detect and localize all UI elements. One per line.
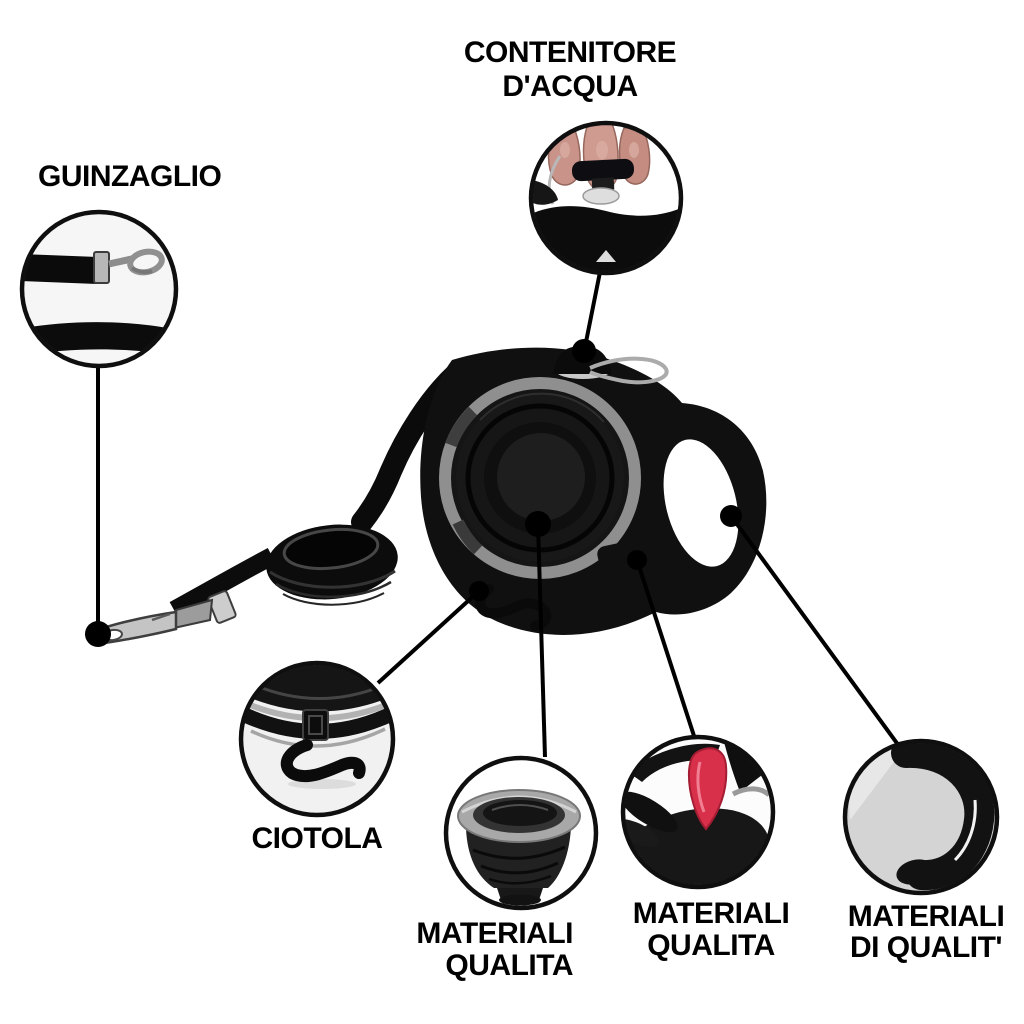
leader-line-red-detail: [635, 559, 697, 740]
handle-hole: [663, 439, 739, 567]
callout-ring: [443, 755, 599, 911]
label-materiali-qualita-bowl: MATERIALI QUALITA: [408, 918, 573, 982]
retractable-leash-product-illustration: [88, 346, 767, 646]
leader-line-bowl: [536, 523, 547, 758]
label-line: D'ACQUA: [502, 70, 638, 103]
leader-dot: [627, 550, 647, 570]
leader-dot: [572, 339, 596, 363]
callout-ring: [620, 734, 776, 890]
callout-ring: [528, 120, 684, 276]
leader-dot: [469, 581, 489, 601]
callout-materials-clip: [620, 734, 776, 890]
label-line: MATERIALI: [416, 917, 573, 950]
collapsible-bowl-face: [439, 377, 641, 579]
label-line: MATERIALI: [847, 900, 1005, 933]
lanyard-loop: [589, 356, 669, 385]
callout-guinzaglio: [19, 209, 179, 369]
leader-line-water: [582, 271, 602, 353]
callout-water-container: [528, 120, 684, 276]
label-guinzaglio: GUINZAGLIO: [38, 160, 222, 193]
metal-clip: [88, 590, 237, 646]
callout-ciotola: [238, 660, 396, 818]
label-line: MATERIALI: [632, 897, 790, 930]
callout-ring: [238, 660, 396, 818]
callout-materials-bowl: [443, 755, 599, 911]
label-contenitore-dacqua: CONTENITORE D'ACQUA: [420, 36, 720, 104]
leader-dot: [525, 511, 551, 537]
coiled-leash: [169, 524, 398, 618]
callout-ring: [842, 738, 1000, 896]
label-ciotola: CIOTOLA: [251, 822, 383, 855]
leader-dots: [85, 339, 742, 647]
label-line: QUALITA: [647, 929, 775, 962]
label-line: CONTENITORE: [463, 36, 677, 69]
leader-line-handle: [729, 514, 901, 748]
leash-clip-photo: [24, 248, 172, 355]
label-line: QUALITA: [445, 949, 573, 982]
callout-ring: [19, 209, 179, 369]
leader-dot: [720, 505, 742, 527]
leader-line-ciotola: [376, 589, 481, 685]
label-materiali-di-qualita: MATERIALI DI QUALIT': [811, 901, 1024, 963]
leader-lines: [96, 271, 901, 758]
red-tab-detail-photo: [625, 742, 771, 885]
label-line: DI QUALIT': [849, 931, 1003, 964]
bag-hook: [475, 584, 552, 631]
callout-materials-handle: [842, 738, 1000, 896]
collapsible-bowl-photo: [457, 789, 581, 906]
leader-dot: [85, 621, 111, 647]
label-materiali-qualita-clip: MATERIALI QUALITA: [611, 898, 811, 962]
water-cap-press-photo: [533, 125, 679, 271]
